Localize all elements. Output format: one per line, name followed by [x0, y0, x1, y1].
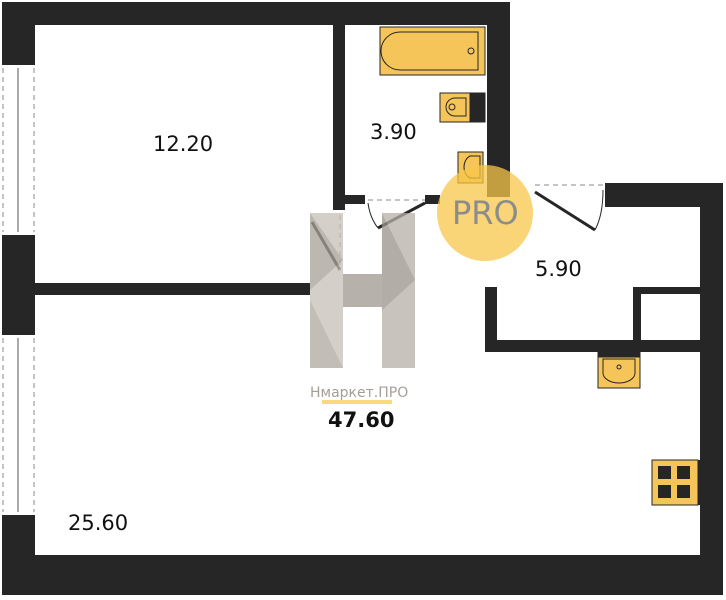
stove-icon: [651, 459, 702, 506]
room-area-bedroom: 12.20: [153, 132, 214, 156]
pro-badge: PRO: [452, 194, 519, 232]
toilet-icon: [439, 92, 486, 123]
windows: [2, 68, 35, 512]
room-area-bathroom: 3.90: [370, 120, 417, 144]
watermark-text: Нмаркет.ПРО: [310, 385, 409, 401]
bathtub-icon: [379, 26, 486, 76]
total-area: 47.60: [328, 408, 395, 432]
watermark-logo-icon: [310, 213, 415, 368]
room-area-hallway: 5.90: [535, 257, 582, 281]
kitchen-sink-icon: [597, 351, 641, 389]
room-area-living-kitchen: 25.60: [68, 511, 129, 535]
watermark-underline: [322, 400, 392, 404]
pro-badge-circle: [437, 165, 533, 261]
